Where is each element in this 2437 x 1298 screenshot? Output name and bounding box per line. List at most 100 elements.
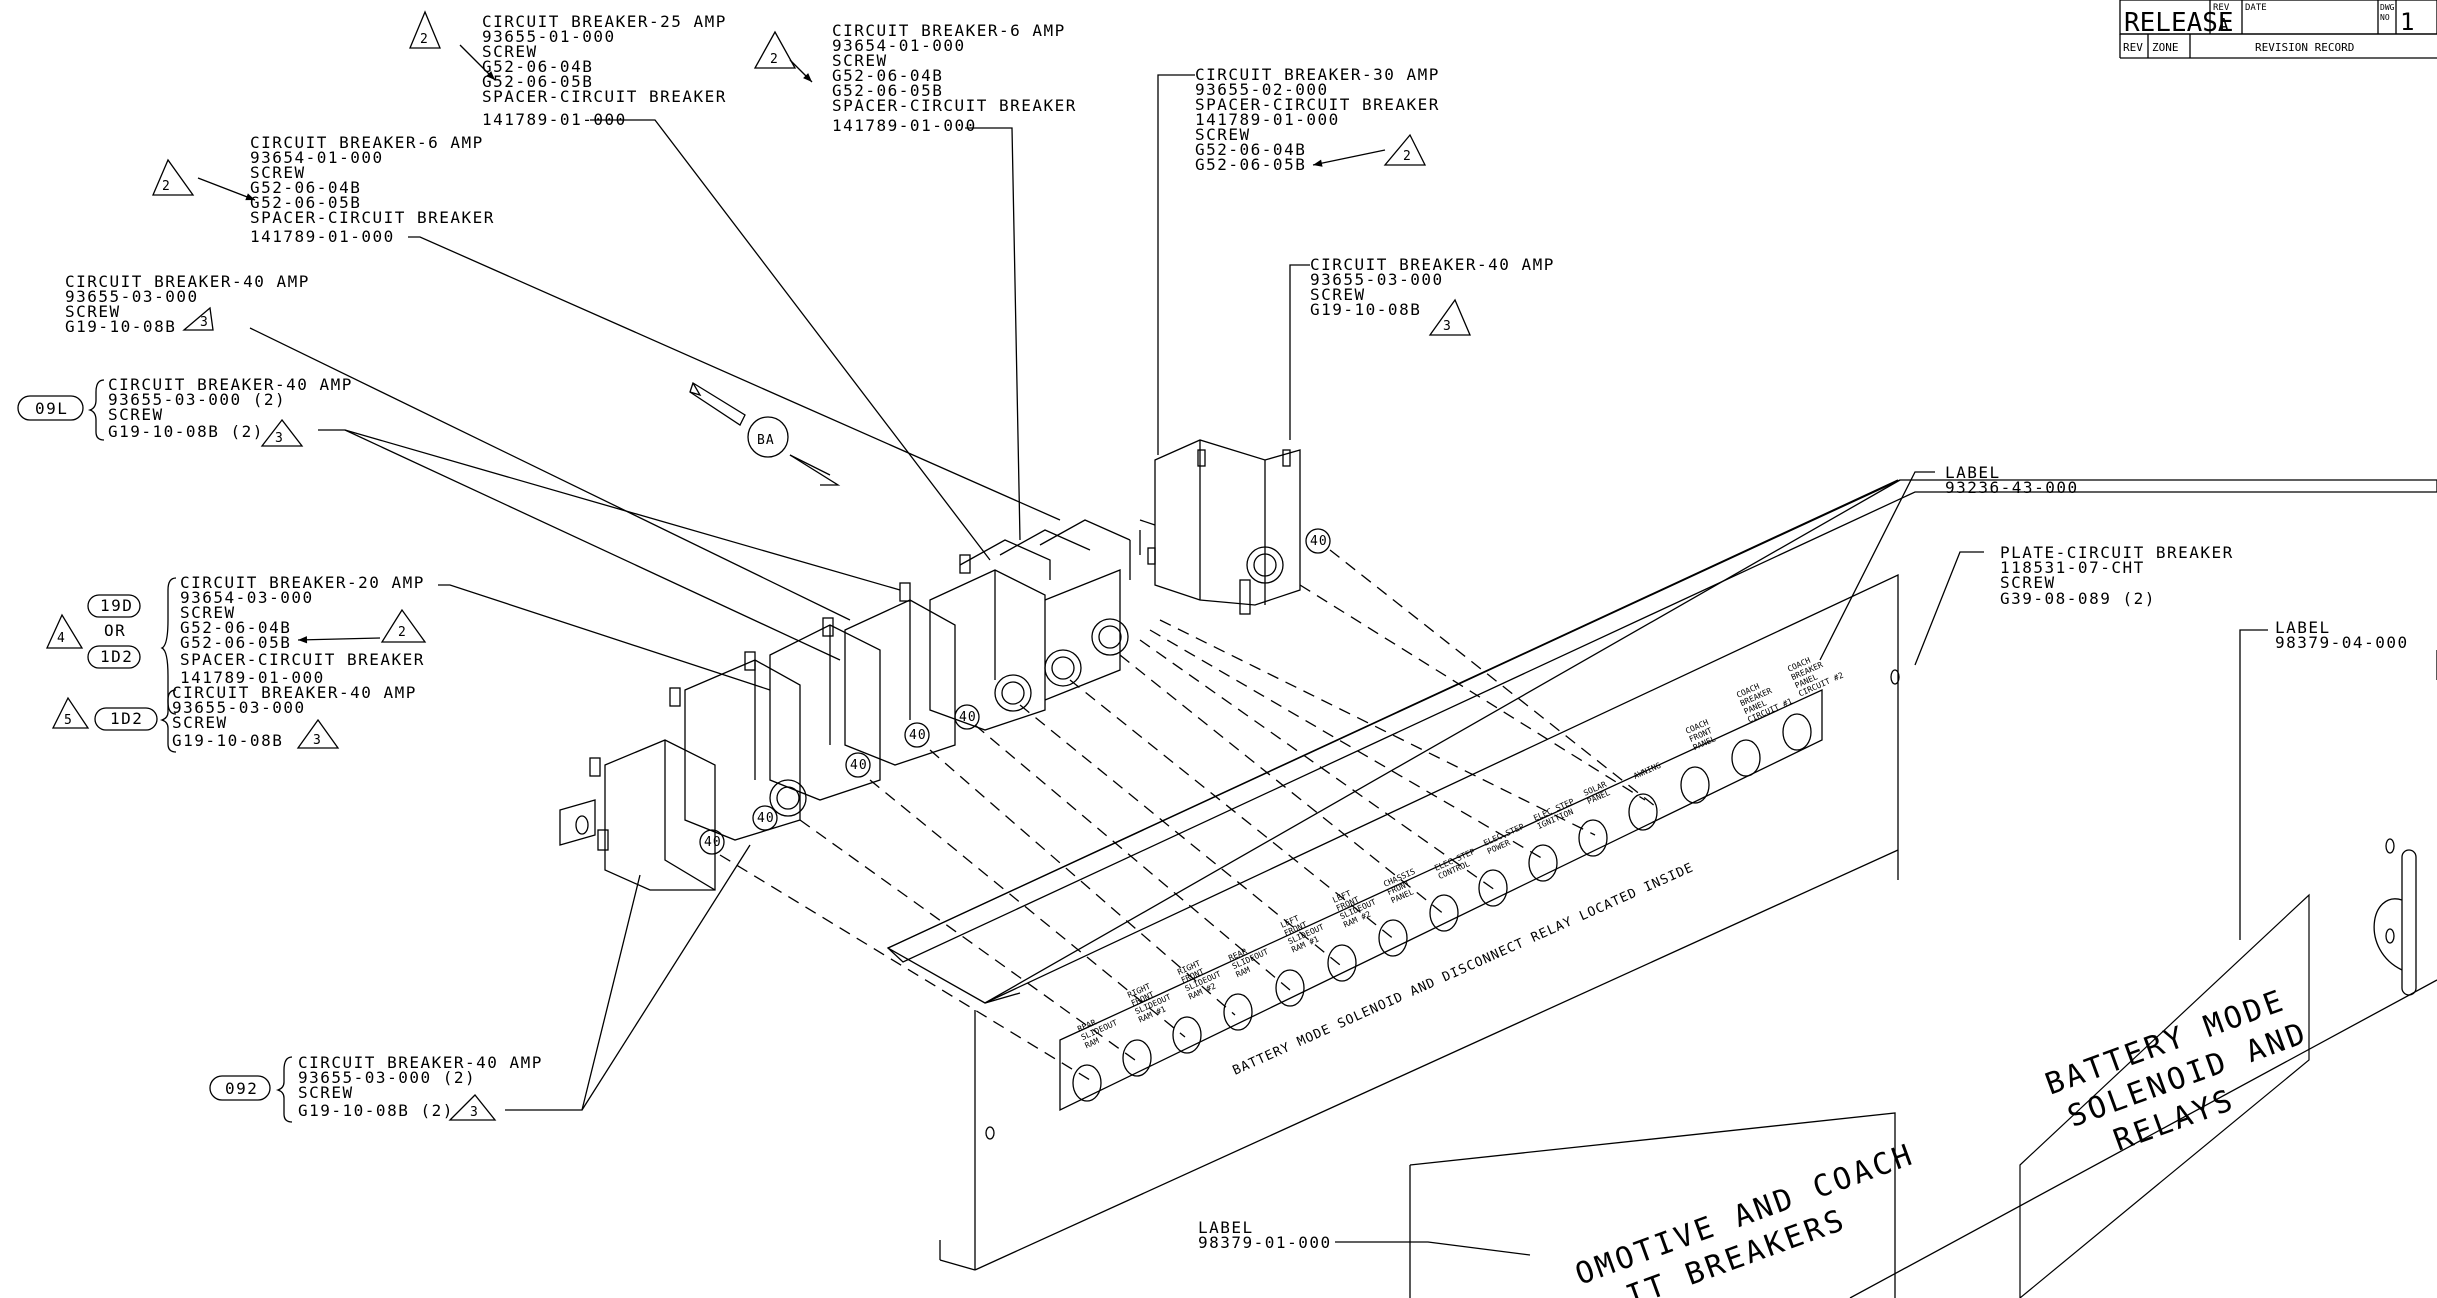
callout-line: G19-10-08B — [1310, 300, 1421, 319]
callout-line: G19-10-08B (2) — [298, 1101, 454, 1120]
callout-line: 141789-01-000 — [1195, 110, 1340, 129]
callout-line: SCREW — [172, 713, 228, 732]
callout-line: SCREW — [298, 1083, 354, 1102]
leader-lines — [249, 74, 2268, 1256]
date-label: DATE — [2245, 3, 2267, 13]
toggle-switch — [2373, 838, 2417, 996]
flag-note: 3 — [470, 1105, 479, 1120]
callout-line: 118531-07-CHT — [2000, 558, 2145, 577]
callout-line: 93655-03-000 (2) — [108, 390, 286, 409]
panel-legend: BATTERY MODE SOLENOID AND DISCONNECT REL… — [1231, 860, 1697, 1078]
callout-line: SPACER-CIRCUIT BREAKER — [832, 96, 1077, 115]
title-block-text: RELEASE REV A DATE DWG NO 1 REV ZONE REV… — [2123, 3, 2414, 54]
flag-note: 3 — [1443, 319, 1452, 334]
callout-line: 93654-03-000 — [180, 588, 314, 607]
callout-line: G52-06-05B — [832, 81, 943, 100]
panel-button-label: AWNING — [1632, 761, 1662, 781]
flag-note: 3 — [275, 431, 284, 446]
callout-line: SPACER-CIRCUIT BREAKER — [250, 208, 495, 227]
flag-note: 4 — [57, 631, 66, 646]
callout-cb20: CIRCUIT BREAKER-20 AMP 93654-03-000 SCRE… — [57, 573, 423, 687]
callout-line: CIRCUIT BREAKER-6 AMP — [832, 21, 1066, 40]
callout-line: CIRCUIT BREAKER-40 AMP — [1310, 255, 1555, 274]
callout-line: PLATE-CIRCUIT BREAKER — [2000, 543, 2234, 562]
view-tag-ba: BA — [757, 433, 775, 448]
callout-line: CIRCUIT BREAKER-40 AMP — [108, 375, 353, 394]
sign-battery-mode: BATTERY MODE SOLENOID AND RELAYS — [2041, 983, 2313, 1158]
breaker-rating: 40 — [959, 710, 977, 725]
callout-cb40b: CIRCUIT BREAKER-40 AMP 93655-03-000 SCRE… — [65, 272, 310, 336]
callout-label1: LABEL 93236-43-000 — [1945, 463, 2077, 497]
flag-note: 2 — [398, 625, 407, 640]
callout-line: 93655-02-000 — [1195, 80, 1329, 99]
callout-line: 93655-03-000 — [172, 698, 306, 717]
breaker-rating: 40 — [757, 811, 775, 826]
callout-line: SCREW — [2000, 573, 2056, 592]
callout-line: CIRCUIT BREAKER-40 AMP — [65, 272, 310, 291]
callout-line: LABEL — [1198, 1218, 1254, 1237]
callout-line: 98379-01-000 — [1198, 1233, 1332, 1252]
flag-note: 2 — [420, 32, 429, 47]
callout-line: SPACER-CIRCUIT BREAKER — [1195, 95, 1440, 114]
callout-line: SCREW — [1195, 125, 1251, 144]
callout-line: LABEL — [1945, 463, 2001, 482]
callout-line: 93655-03-000 — [1310, 270, 1444, 289]
callout-line: G52-06-04B — [482, 57, 593, 76]
or-label: OR — [104, 621, 126, 640]
callout-line: G52-06-05B — [180, 633, 291, 652]
callout-cb25: CIRCUIT BREAKER-25 AMP 93655-01-000 SCRE… — [482, 12, 727, 129]
callout-line: SCREW — [65, 302, 121, 321]
tag-label: 09L — [35, 399, 68, 418]
callout-line: 141789-01-000 — [250, 227, 395, 246]
flag-note: 3 — [200, 315, 209, 330]
flag-note: 2 — [162, 179, 171, 194]
tag-label: 1D2 — [110, 709, 143, 728]
callout-line: 141789-01-000 — [180, 668, 325, 687]
callout-line: 141789-01-000 — [482, 110, 627, 129]
callout-line: LABEL — [2275, 618, 2331, 637]
callout-line: SCREW — [108, 405, 164, 424]
callout-line: SCREW — [180, 603, 236, 622]
callout-line: CIRCUIT BREAKER-40 AMP — [298, 1053, 543, 1072]
callout-cb40e: CIRCUIT BREAKER-40 AMP 93655-03-000 (2) … — [225, 1053, 543, 1120]
panel-button-label-line: AWNING — [1632, 761, 1662, 781]
callout-line: SPACER-CIRCUIT BREAKER — [482, 87, 727, 106]
callout-line: CIRCUIT BREAKER-40 AMP — [172, 683, 417, 702]
callout-line: SCREW — [250, 163, 306, 182]
breaker-panel-plate — [886, 479, 2437, 1271]
callout-cb40c: CIRCUIT BREAKER-40 AMP 93655-03-000 (2) … — [35, 375, 353, 446]
rev-column: REV — [2123, 41, 2143, 54]
breaker-rating: 40 — [909, 728, 927, 743]
callout-line: SCREW — [482, 42, 538, 61]
callout-line: G19-10-08B — [172, 731, 283, 750]
callout-line: G52-06-04B — [832, 66, 943, 85]
no-label: NO — [2380, 13, 2390, 22]
revision-record: REVISION RECORD — [2255, 41, 2354, 54]
callout-line: CIRCUIT BREAKER-6 AMP — [250, 133, 484, 152]
projection-lines — [719, 549, 1661, 1081]
callout-line: CIRCUIT BREAKER-25 AMP — [482, 12, 727, 31]
callout-line: 93655-03-000 — [65, 287, 199, 306]
callout-line: G52-06-04B — [180, 618, 291, 637]
callout-line: 141789-01-000 — [832, 116, 977, 135]
breaker-knobs — [699, 528, 1331, 855]
flag-note: 3 — [313, 733, 322, 748]
callout-line: 93654-01-000 — [250, 148, 384, 167]
callout-line: G52-06-05B — [250, 193, 361, 212]
callout-line: 93654-01-000 — [832, 36, 966, 55]
callout-line: SCREW — [832, 51, 888, 70]
breaker-rating: 40 — [1310, 534, 1328, 549]
callout-label2: LABEL 98379-04-000 — [2275, 618, 2407, 652]
dwg-label: DWG — [2380, 3, 2395, 12]
callout-cb30: CIRCUIT BREAKER-30 AMP 93655-02-000 SPAC… — [1195, 65, 1440, 174]
